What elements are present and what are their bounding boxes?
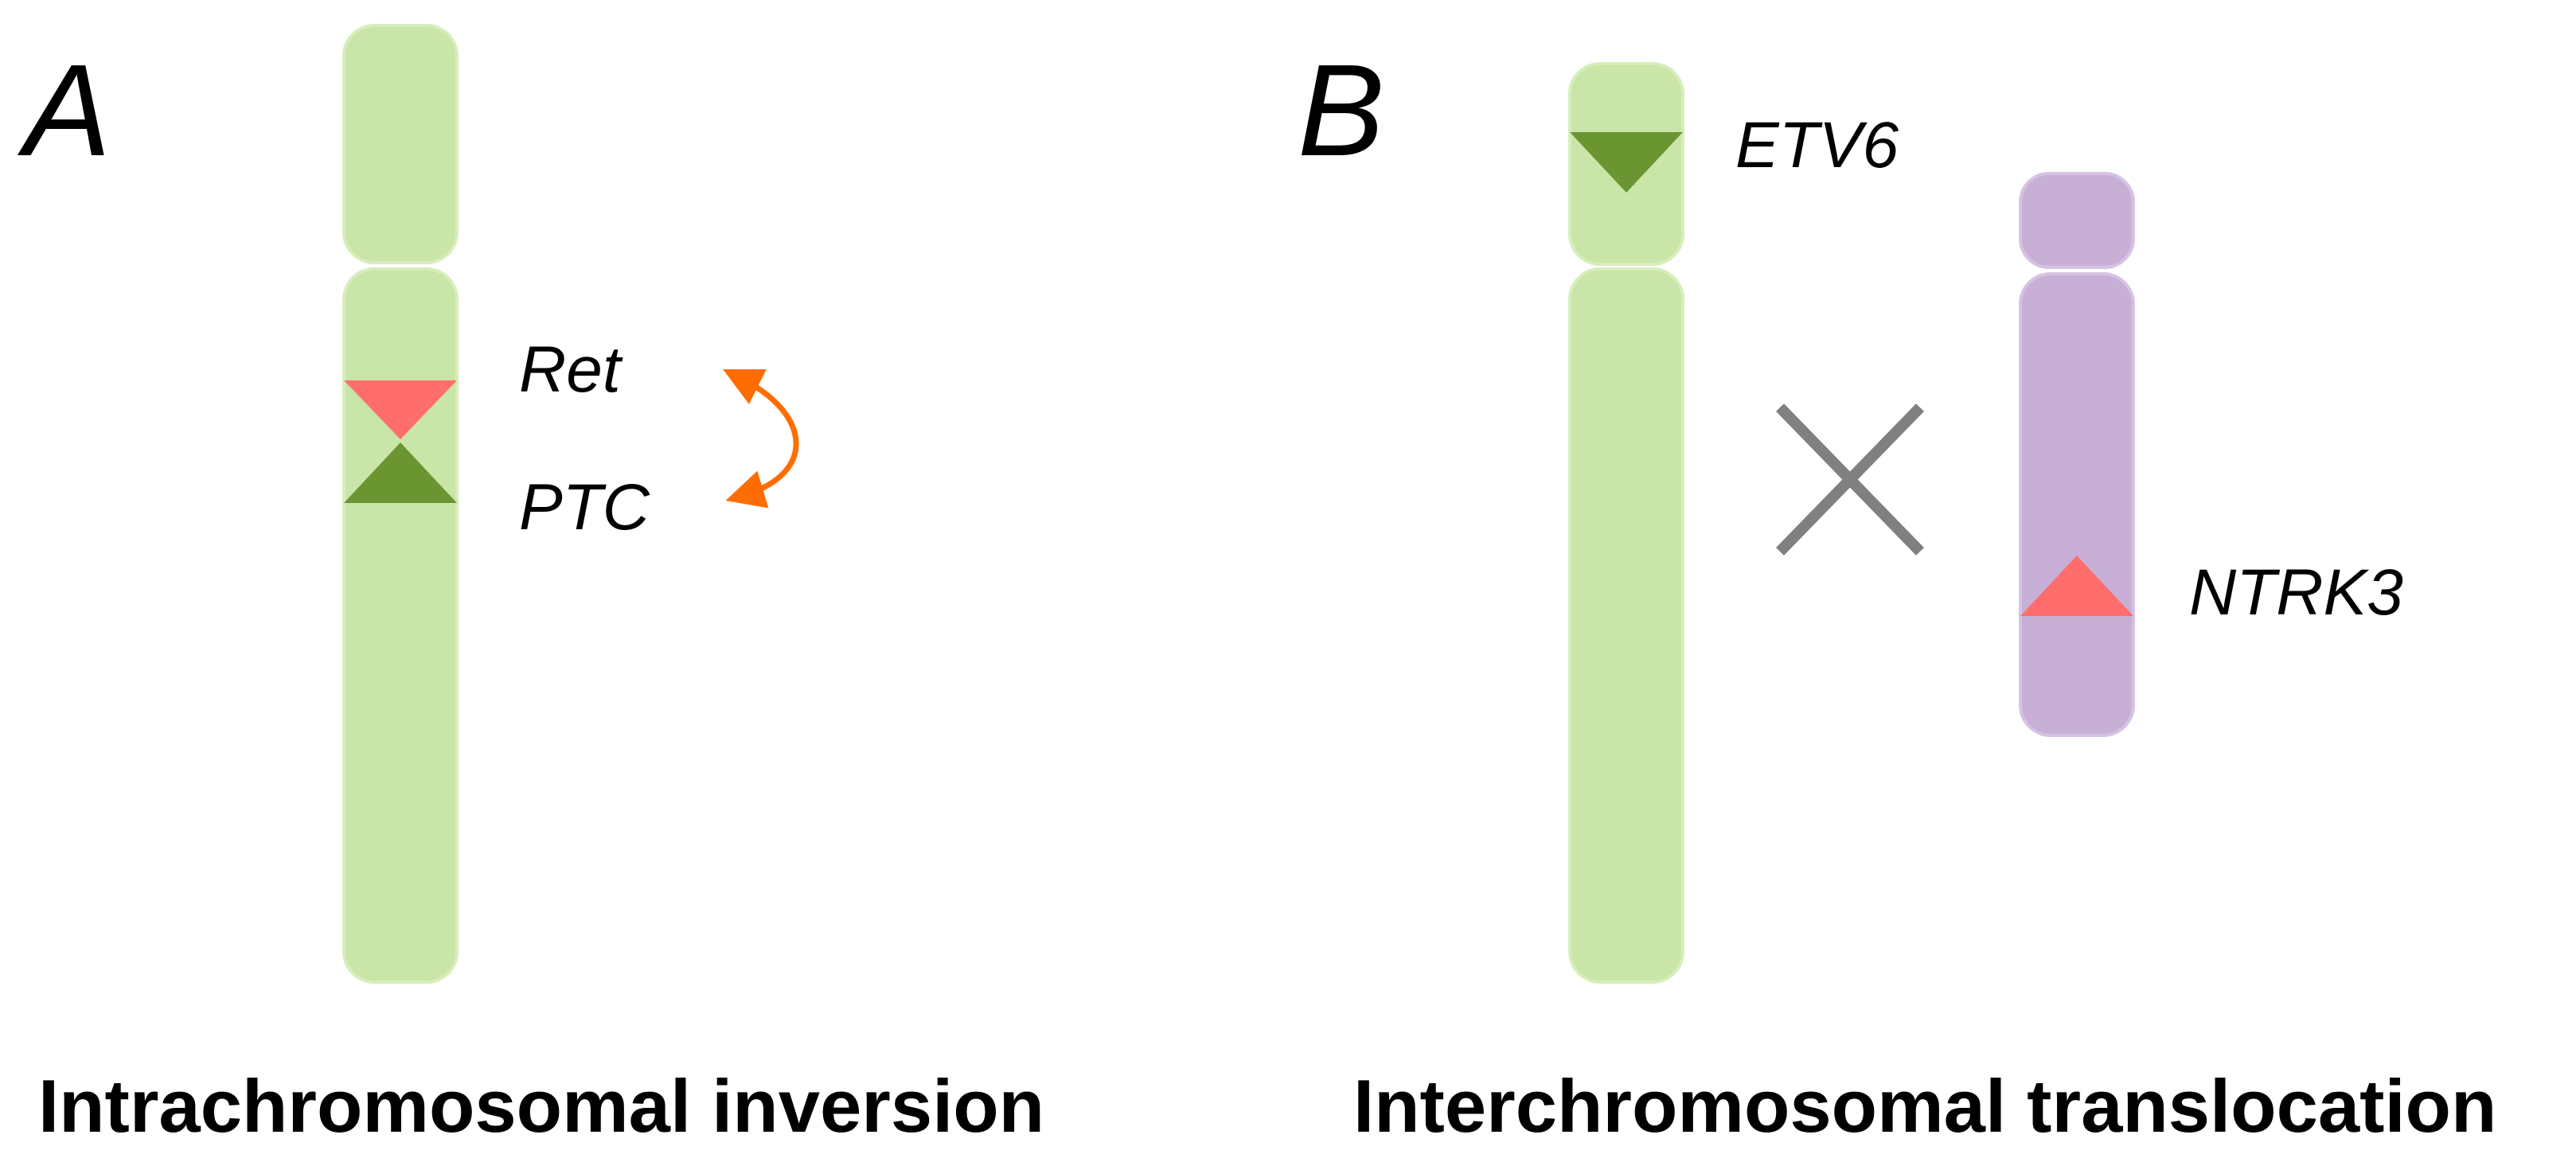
etv6-band bbox=[1570, 132, 1683, 193]
chromosome-ntrk3-long-arm bbox=[2019, 272, 2135, 737]
caption-interchromosomal-translocation: Interchromosomal translocation bbox=[1353, 1064, 2496, 1148]
chromosome-etv6 bbox=[1568, 62, 1684, 984]
panel-b-letter: B bbox=[1298, 37, 1384, 183]
chromosome-a-long-arm bbox=[342, 267, 459, 984]
ntrk3-band bbox=[2020, 556, 2133, 616]
chromosome-a-short-arm bbox=[342, 24, 459, 264]
caption-intrachromosomal-inversion: Intrachromosomal inversion bbox=[38, 1064, 1044, 1148]
gene-label-etv6: ETV6 bbox=[1735, 109, 1899, 181]
gene-label-ret: Ret bbox=[519, 333, 623, 406]
gene-label-ptc: PTC bbox=[519, 471, 650, 544]
chromosome-etv6-long-arm bbox=[1568, 267, 1684, 984]
gene-label-ntrk3: NTRK3 bbox=[2189, 556, 2403, 629]
chromosome-a bbox=[342, 24, 459, 984]
translocation-cross-icon bbox=[1775, 404, 1925, 556]
panel-a-letter: A bbox=[17, 37, 111, 183]
panel-a: A Ret PTC Intrachromosomal inversion bbox=[17, 24, 1044, 1148]
chromosome-ntrk3-short-arm bbox=[2019, 172, 2135, 269]
chromosome-ntrk3 bbox=[2019, 172, 2135, 737]
inversion-arrow-icon bbox=[723, 369, 799, 509]
ptc-band bbox=[344, 443, 457, 503]
ret-band bbox=[344, 380, 457, 439]
panel-b: B ETV6 NTRK3 Interchromosomal translocat… bbox=[1298, 37, 2496, 1148]
